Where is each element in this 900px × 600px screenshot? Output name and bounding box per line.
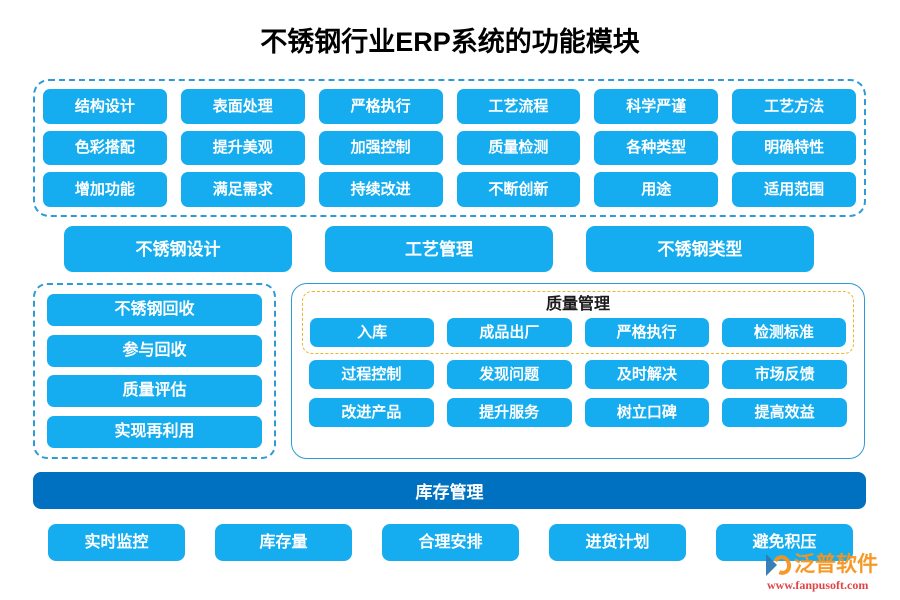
- attribute-chip[interactable]: 表面处理: [180, 89, 305, 124]
- quality-chip[interactable]: 提升服务: [446, 398, 572, 427]
- watermark-top: 泛普软件: [766, 551, 878, 578]
- quality-chip[interactable]: 提高效益: [722, 398, 847, 427]
- attribute-chip[interactable]: 适用范围: [732, 172, 856, 207]
- quality-chip[interactable]: 检测标准: [721, 318, 846, 347]
- quality-detail-grid: 过程控制 发现问题 及时解决 市场反馈 改进产品 提升服务 树立口碑 提高效益: [302, 360, 854, 427]
- watermark-brand-name: 泛普软件: [794, 552, 878, 576]
- fanpu-logo-icon: [766, 552, 794, 577]
- attribute-chip[interactable]: 提升美观: [180, 130, 305, 166]
- category-bar-process-management[interactable]: 工艺管理: [325, 226, 553, 272]
- watermark-url: www.fanpusoft.com: [767, 578, 869, 592]
- attribute-chip[interactable]: 不断创新: [456, 172, 581, 207]
- attribute-chip[interactable]: 质量检测: [456, 130, 581, 166]
- middle-section: 不锈钢回收 参与回收 质量评估 实现再利用 质量管理 入库 成品出厂 严格执行 …: [0, 283, 900, 459]
- attribute-chip[interactable]: 严格执行: [318, 89, 443, 124]
- attribute-chip[interactable]: 用途: [594, 172, 719, 207]
- attribute-chip[interactable]: 增加功能: [43, 172, 167, 207]
- page-title: 不锈钢行业ERP系统的功能模块: [260, 27, 640, 57]
- attribute-chip[interactable]: 工艺流程: [456, 89, 581, 124]
- recycling-item[interactable]: 参与回收: [47, 334, 262, 367]
- attribute-chip[interactable]: 工艺方法: [732, 89, 856, 124]
- quality-chip[interactable]: 入库: [310, 318, 435, 347]
- watermark-logo: 泛普软件 www.fanpusoft.com: [766, 551, 896, 595]
- inventory-chip[interactable]: 进货计划: [549, 524, 686, 561]
- quality-chip[interactable]: 树立口碑: [584, 398, 710, 427]
- inventory-chip[interactable]: 避免积压: [716, 524, 853, 561]
- inventory-chip[interactable]: 库存量: [215, 524, 352, 561]
- quality-management-heading: 质量管理: [545, 296, 610, 313]
- attribute-chip[interactable]: 持续改进: [318, 172, 443, 207]
- attribute-chip[interactable]: 满足需求: [180, 172, 305, 207]
- attribute-chip[interactable]: 科学严谨: [594, 89, 719, 124]
- recycling-item[interactable]: 实现再利用: [47, 415, 262, 448]
- attribute-chip[interactable]: 色彩搭配: [43, 130, 167, 166]
- top-attributes-grid: 结构设计 表面处理 严格执行 工艺流程 科学严谨 工艺方法 色彩搭配 提升美观 …: [43, 89, 856, 207]
- quality-chip[interactable]: 过程控制: [309, 360, 434, 389]
- quality-chip[interactable]: 严格执行: [584, 318, 709, 347]
- quality-chip[interactable]: 成品出厂: [447, 318, 572, 347]
- attribute-chip[interactable]: 各种类型: [594, 130, 719, 166]
- attribute-chip[interactable]: 结构设计: [43, 89, 167, 124]
- attribute-chip[interactable]: 明确特性: [732, 130, 856, 166]
- recycling-item[interactable]: 质量评估: [47, 375, 262, 408]
- category-bar-stainless-design[interactable]: 不锈钢设计: [64, 226, 292, 272]
- quality-chip[interactable]: 及时解决: [584, 360, 710, 389]
- quality-chip[interactable]: 改进产品: [309, 398, 434, 427]
- quality-highlight-box: 质量管理 入库 成品出厂 严格执行 检测标准: [302, 291, 854, 354]
- inventory-chip[interactable]: 合理安排: [382, 524, 519, 561]
- recycling-panel: 不锈钢回收 参与回收 质量评估 实现再利用: [33, 283, 276, 459]
- quality-highlight-grid: 入库 成品出厂 严格执行 检测标准: [310, 318, 846, 347]
- category-bar-stainless-types[interactable]: 不锈钢类型: [586, 226, 814, 272]
- recycling-item[interactable]: 不锈钢回收: [47, 294, 262, 326]
- inventory-management-bar[interactable]: 库存管理: [33, 472, 866, 509]
- quality-management-panel: 质量管理 入库 成品出厂 严格执行 检测标准 过程控制 发现问题 及时解决 市场…: [291, 283, 865, 459]
- inventory-chip[interactable]: 实时监控: [48, 524, 185, 561]
- quality-chip[interactable]: 发现问题: [446, 360, 572, 389]
- top-attributes-panel: 结构设计 表面处理 严格执行 工艺流程 科学严谨 工艺方法 色彩搭配 提升美观 …: [33, 79, 866, 217]
- attribute-chip[interactable]: 加强控制: [318, 130, 443, 166]
- category-bar-row: 不锈钢设计 工艺管理 不锈钢类型: [64, 226, 814, 272]
- inventory-item-row: 实时监控 库存量 合理安排 进货计划 避免积压: [48, 524, 853, 561]
- quality-chip[interactable]: 市场反馈: [722, 360, 847, 389]
